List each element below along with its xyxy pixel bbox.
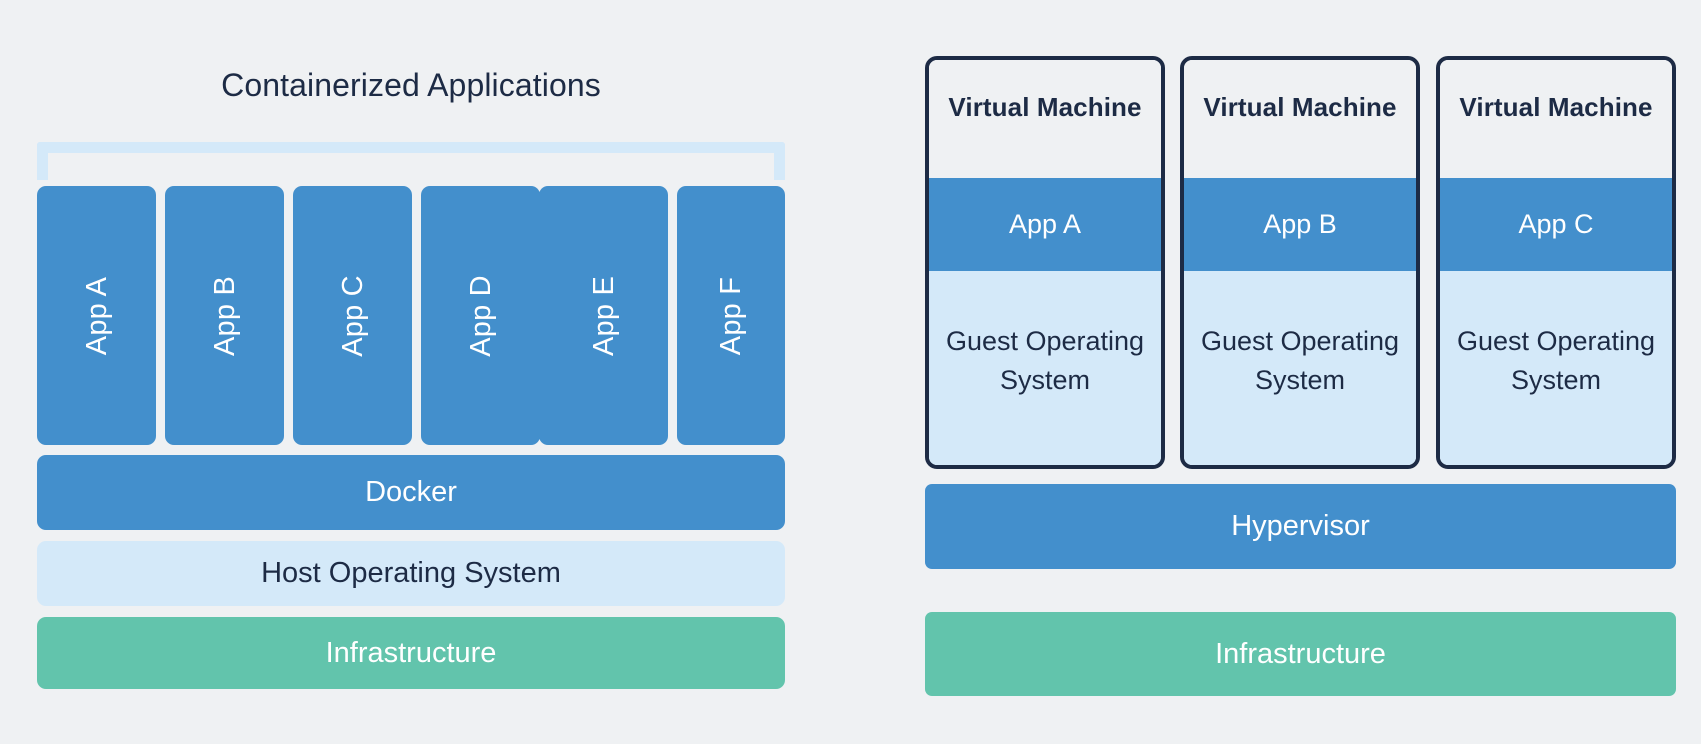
virtual-machine-2-guest-os: Guest Operating System xyxy=(1184,271,1416,465)
container-app-b[interactable]: App B xyxy=(165,186,284,445)
virtual-machine-3-app: App C xyxy=(1440,178,1672,271)
container-app-c[interactable]: App C xyxy=(293,186,412,445)
virtual-machine-3-guest-os: Guest Operating System xyxy=(1440,271,1672,465)
page-title: Containerized Applications xyxy=(221,67,601,103)
virtual-machine-2-app: App B xyxy=(1184,178,1416,271)
virtual-machine-1-guest-os: Guest Operating System xyxy=(929,271,1161,465)
virtual-machine-1-title: Virtual Machine xyxy=(929,60,1161,178)
virtual-machine-1-app: App A xyxy=(929,178,1161,271)
container-app-f[interactable]: App F xyxy=(677,186,785,445)
vm-infrastructure-layer[interactable]: Infrastructure xyxy=(925,612,1676,696)
virtual-machine-3-title: Virtual Machine xyxy=(1440,60,1672,178)
hypervisor-layer[interactable]: Hypervisor xyxy=(925,484,1676,569)
virtual-machine-1[interactable]: Virtual Machine App A Guest Operating Sy… xyxy=(925,56,1165,469)
container-app-d[interactable]: App D xyxy=(421,186,540,445)
host-operating-system-layer[interactable]: Host Operating System xyxy=(37,541,785,606)
container-architecture-panel: Containerized Applications App A App B A… xyxy=(0,0,830,744)
virtual-machine-2[interactable]: Virtual Machine App B Guest Operating Sy… xyxy=(1180,56,1420,469)
container-group-bracket-icon xyxy=(37,142,785,180)
virtual-machine-3[interactable]: Virtual Machine App C Guest Operating Sy… xyxy=(1436,56,1676,469)
docker-layer[interactable]: Docker xyxy=(37,455,785,530)
virtual-machine-2-title: Virtual Machine xyxy=(1184,60,1416,178)
container-app-a[interactable]: App A xyxy=(37,186,156,445)
container-app-e[interactable]: App E xyxy=(539,186,668,445)
container-infrastructure-layer[interactable]: Infrastructure xyxy=(37,617,785,689)
